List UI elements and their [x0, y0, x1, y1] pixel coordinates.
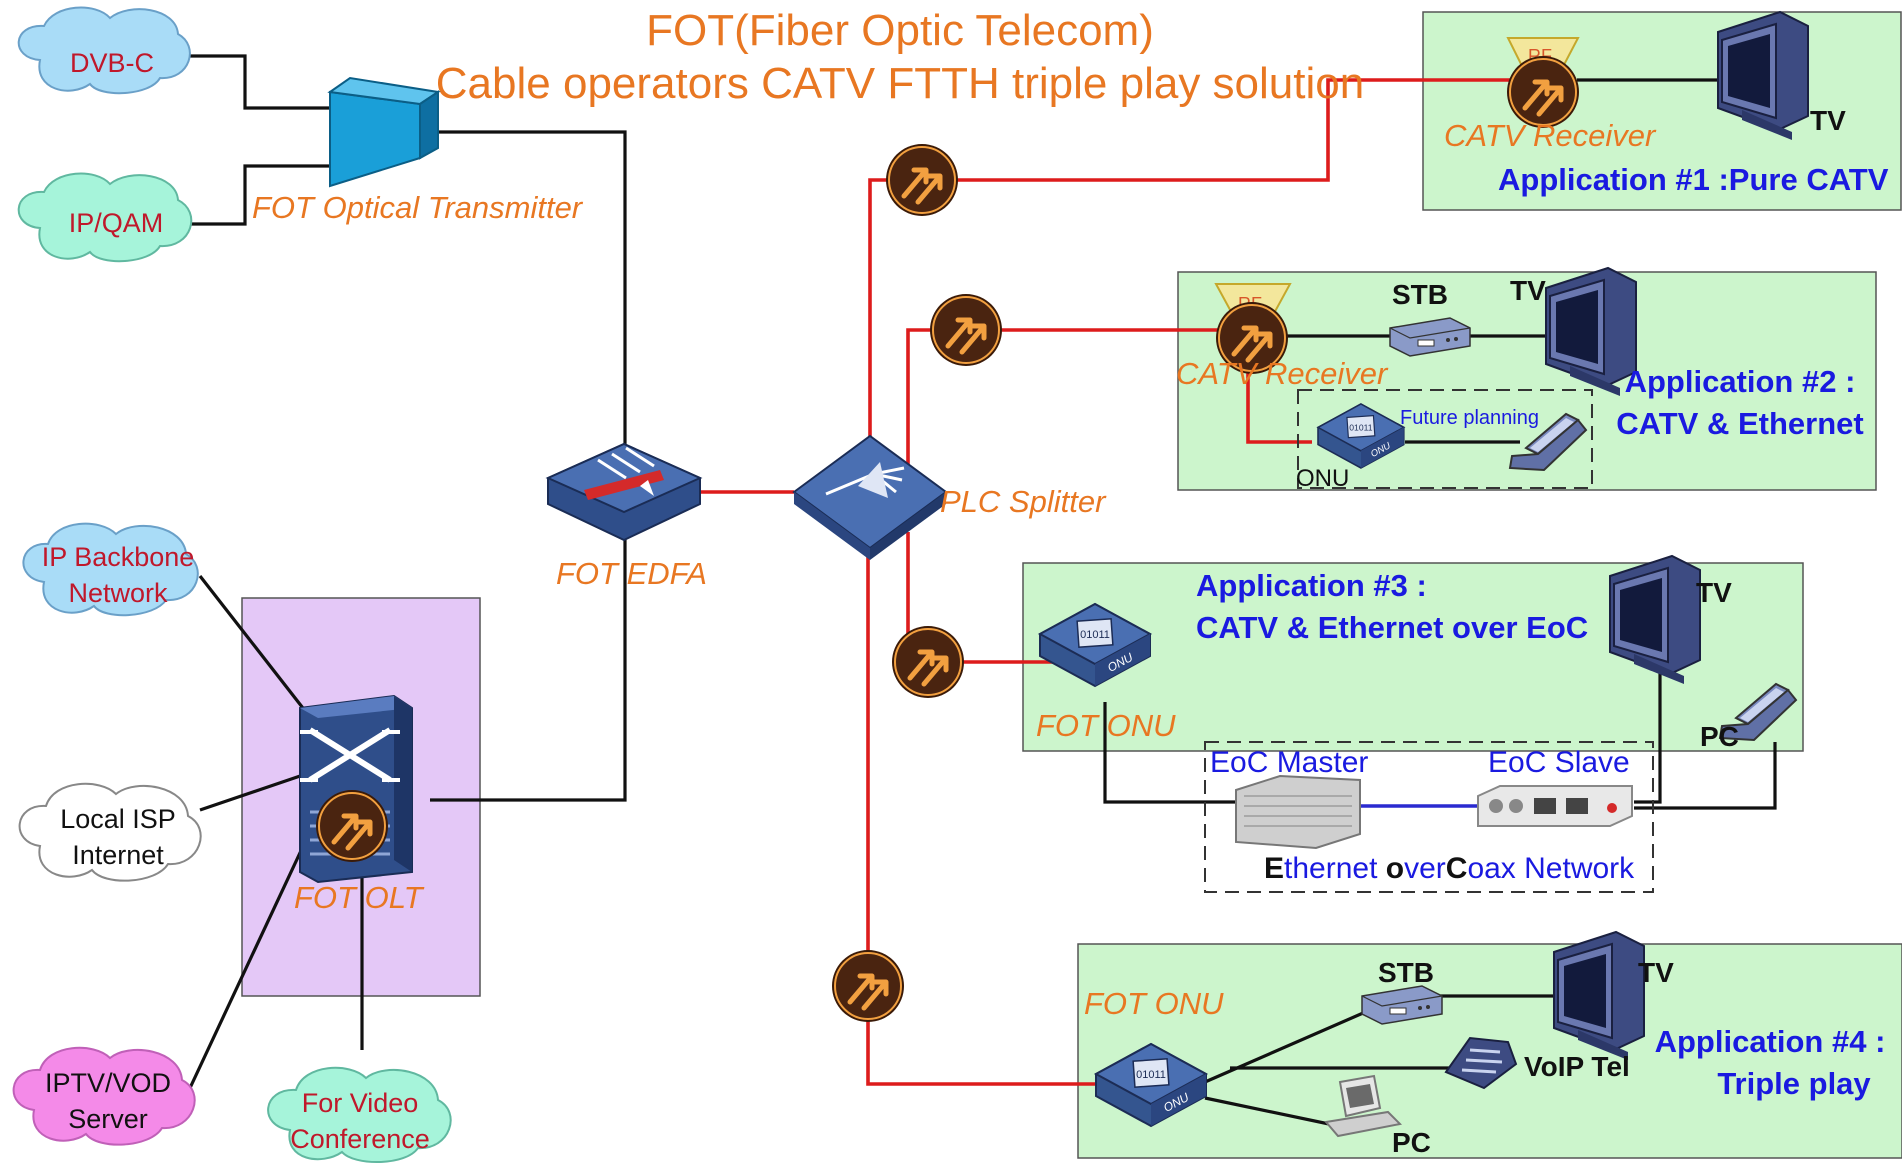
app2-tv-label: TV [1510, 275, 1546, 306]
onu-chip-text: 01011 [1349, 423, 1372, 433]
app2-title-line2: CATV & Ethernet [1616, 406, 1863, 441]
eoc-master-device [1235, 774, 1361, 850]
app1-catv-receiver-label: CATV Receiver [1444, 118, 1657, 153]
plc-splitter-label: PLC Splitter [940, 484, 1107, 519]
olt-label: FOT OLT [294, 880, 425, 915]
eoc-master-label: EoC Master [1210, 746, 1368, 779]
cloud-dvbc: DVB-C [17, 6, 191, 95]
app4-title-line2: Triple play [1717, 1066, 1871, 1101]
future-planning-box [1297, 389, 1593, 489]
app4-fot-onu-label: FOT ONU [1084, 986, 1224, 1021]
fiber-marker-app3-icon [892, 626, 964, 698]
fiber-marker-app2-icon [930, 294, 1002, 366]
fiber-marker-app4-icon [832, 950, 904, 1022]
app3-title-line2: CATV & Ethernet over EoC [1196, 610, 1588, 645]
cloud-ipqam: IP/QAM [17, 172, 193, 263]
black-cables [188, 54, 1777, 1130]
title-line2: Cable operators CATV FTTH triple play so… [436, 59, 1364, 108]
svg-text:IPTV/VOD: IPTV/VOD [45, 1068, 171, 1098]
app1-tv-label: TV [1810, 105, 1846, 136]
app4-voip-label: VoIP Tel [1524, 1051, 1630, 1082]
title-line1: FOT(Fiber Optic Telecom) [646, 6, 1154, 55]
app2-panel [1177, 271, 1877, 491]
app4-stb-label: STB [1378, 957, 1434, 988]
svg-text:Server: Server [68, 1104, 148, 1134]
app2-onu-label: ONU [1296, 465, 1349, 492]
optical-transmitter-label: FOT Optical Transmitter [252, 190, 584, 225]
svg-text:DVB-C: DVB-C [70, 48, 154, 78]
edfa-label: FOT EDFA [556, 556, 707, 591]
app2-catv-receiver-label: CATV Receiver [1176, 356, 1389, 391]
svg-text:IP Backbone: IP Backbone [42, 542, 195, 572]
fiber-marker-app1-icon [886, 144, 958, 216]
cloud-iptv-vod: IPTV/VOD Server [12, 1046, 196, 1146]
app4-title-line1: Application #4 : [1655, 1024, 1886, 1059]
app4-pc-label: PC [1392, 1127, 1431, 1158]
eoc-network-label: Ethernet overCoax Network [1264, 852, 1635, 885]
edfa-device [545, 442, 703, 542]
app2-stb-label: STB [1392, 279, 1448, 310]
cloud-ip-backbone: IP Backbone Network [22, 522, 199, 617]
svg-text:For Video: For Video [302, 1088, 419, 1118]
plc-splitter-device [792, 434, 948, 560]
app3-title-line1: Application #3 : [1196, 568, 1427, 603]
app2-future-planning-label: Future planning [1400, 407, 1539, 429]
app4-pc-icon [1324, 1074, 1403, 1138]
svg-text:Conference: Conference [290, 1124, 430, 1154]
eoc-slave-label: EoC Slave [1488, 746, 1630, 779]
svg-text:Internet: Internet [72, 840, 164, 870]
svg-text:Network: Network [68, 578, 168, 608]
onu-chip-text: 01011 [1080, 629, 1110, 641]
app2-title-line1: Application #2 : [1625, 364, 1856, 399]
app3-tv-label: TV [1696, 577, 1732, 608]
app1-panel [1422, 11, 1902, 211]
app3-fot-onu-label: FOT ONU [1036, 708, 1176, 743]
svg-text:Local ISP: Local ISP [60, 804, 176, 834]
optical-transmitter-device [327, 76, 441, 188]
app4-voip-phone-icon [1444, 1036, 1518, 1090]
app4-tv-label: TV [1638, 957, 1674, 988]
app3-pc-label: PC [1700, 721, 1739, 752]
eoc-slave-device [1477, 785, 1633, 827]
eoc-network-box [1204, 741, 1654, 893]
cloud-local-isp: Local ISP Internet [18, 782, 202, 882]
app1-title: Application #1 :Pure CATV [1498, 162, 1889, 197]
svg-text:IP/QAM: IP/QAM [69, 208, 164, 238]
olt-fiber-icon [316, 790, 388, 862]
cloud-video-conference: For Video Conference [267, 1066, 452, 1163]
onu-chip-text: 01011 [1136, 1069, 1166, 1081]
